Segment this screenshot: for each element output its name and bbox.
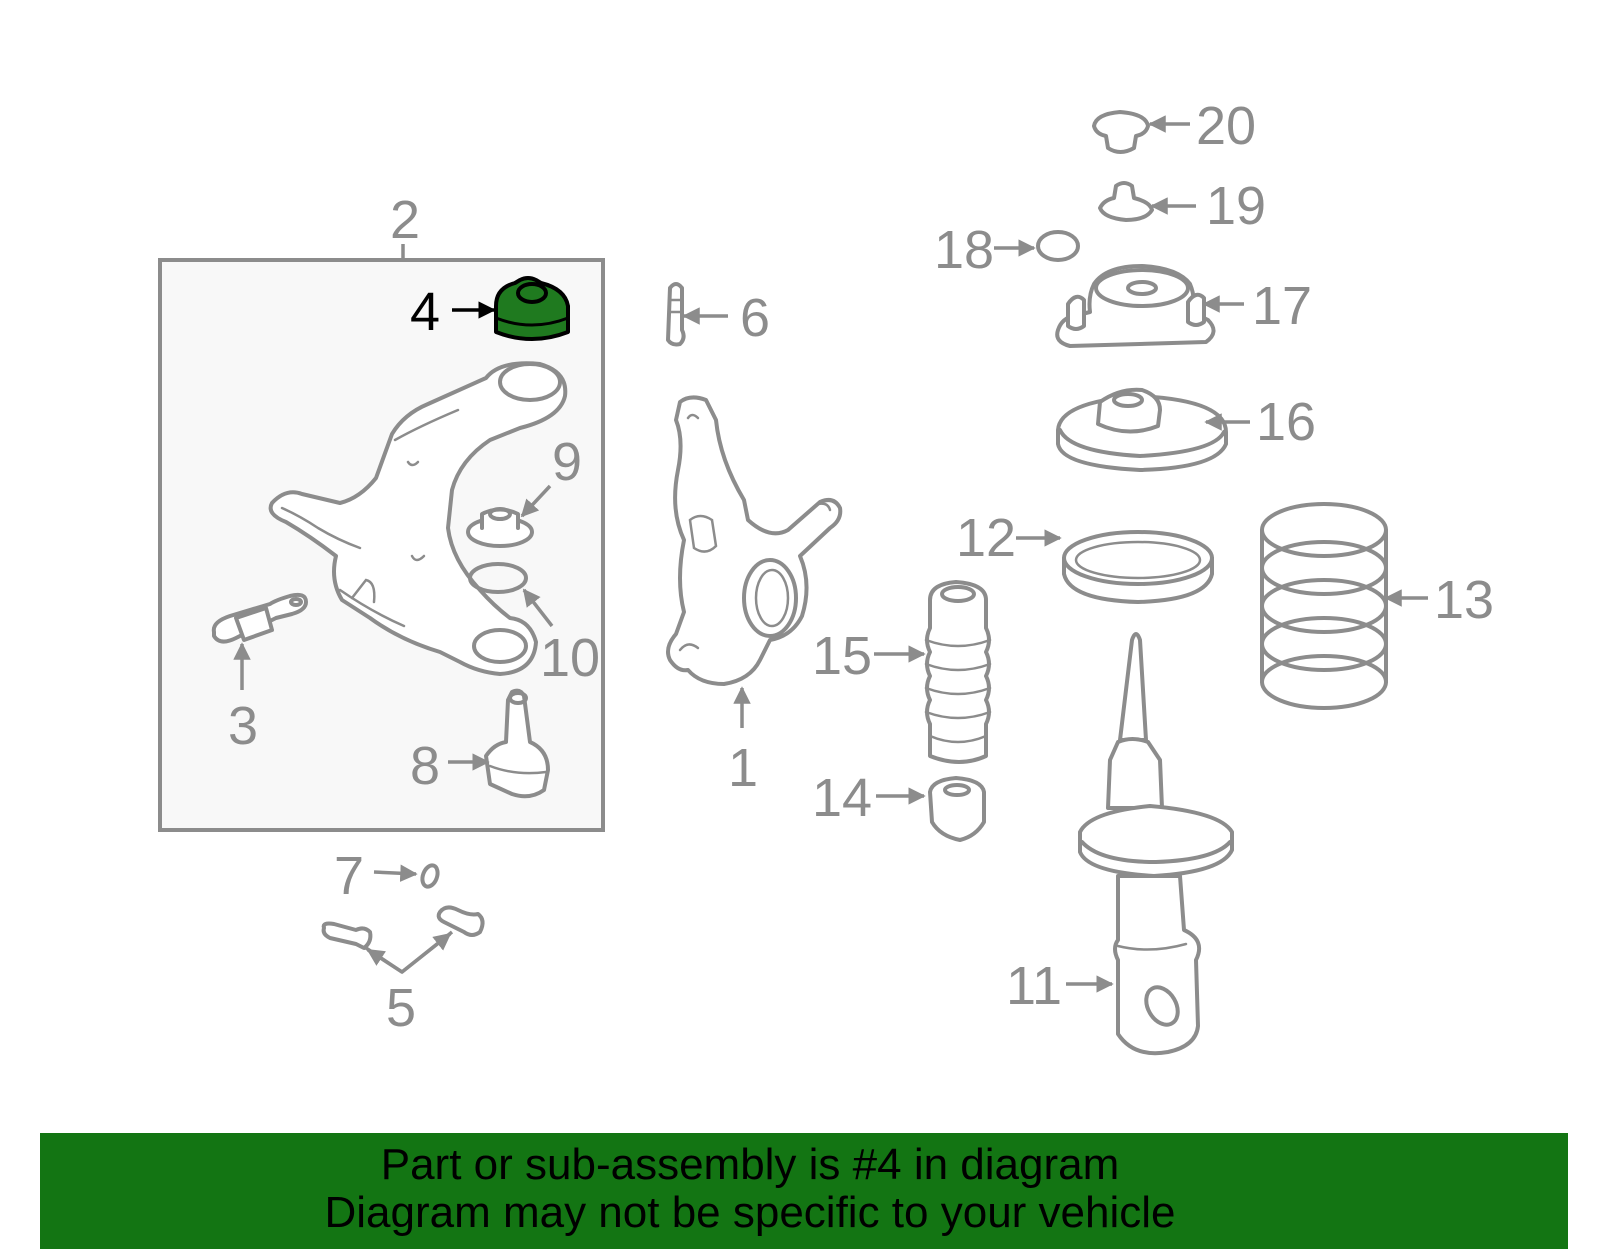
- callout-7: 7: [334, 846, 364, 906]
- callout-16: 16: [1256, 392, 1316, 452]
- callout-2: 2: [390, 190, 420, 250]
- bushing-part-4[interactable]: [494, 276, 570, 341]
- callout-13: 13: [1434, 570, 1494, 630]
- bushing-part-3: [211, 592, 308, 644]
- dust-boot-part-15: [924, 580, 992, 764]
- footer-line-disclaimer: Diagram may not be specific to your vehi…: [324, 1188, 1176, 1237]
- footer-banner: Part or sub-assembly is #4 in diagram Di…: [40, 1133, 1568, 1249]
- callout-10: 10: [540, 628, 600, 688]
- bump-stop-part-14: [928, 776, 986, 842]
- ring-part-10: [468, 562, 528, 594]
- coil-spring-part-13: [1260, 502, 1388, 710]
- footer-line-part-number: Part or sub-assembly is #4 in diagram: [380, 1140, 1120, 1189]
- callout-3: 3: [228, 696, 258, 756]
- strut-part-11: [1078, 632, 1234, 1056]
- callout-17: 17: [1252, 276, 1312, 336]
- callout-12: 12: [956, 508, 1016, 568]
- callout-19: 19: [1206, 176, 1266, 236]
- steering-knuckle-part-1: [666, 395, 843, 686]
- leader-line-10: [522, 588, 554, 628]
- cap-part-20: [1092, 110, 1150, 154]
- bolt-part-6: [666, 282, 686, 347]
- callout-18: 18: [934, 220, 994, 280]
- callout-11: 11: [1006, 956, 1062, 1016]
- strut-mount-part-17: [1055, 264, 1216, 348]
- callout-9: 9: [552, 432, 582, 492]
- callout-15: 15: [812, 626, 872, 686]
- callout-1: 1: [728, 738, 758, 798]
- spring-seat-part-16: [1056, 387, 1228, 472]
- leader-line-7: [373, 864, 418, 882]
- callout-20: 20: [1196, 96, 1256, 156]
- callout-5: 5: [386, 978, 416, 1038]
- bushing-part-9: [466, 507, 534, 548]
- nut-part-7: [420, 863, 440, 889]
- callout-8: 8: [410, 736, 440, 796]
- leader-line-9: [520, 484, 552, 518]
- nut-part-19: [1098, 181, 1154, 222]
- ball-joint-part-8: [484, 688, 550, 799]
- callout-6: 6: [740, 288, 770, 348]
- callout-14: 14: [812, 768, 872, 828]
- insulator-part-12: [1062, 530, 1214, 604]
- callout-4[interactable]: 4: [410, 282, 440, 342]
- bolts-part-5: [321, 905, 485, 950]
- ring-part-18: [1036, 230, 1080, 262]
